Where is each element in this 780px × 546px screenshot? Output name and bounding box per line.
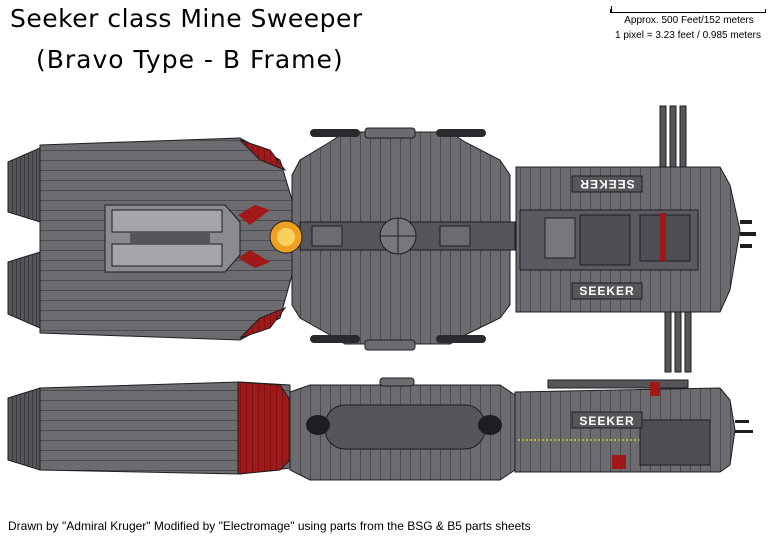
- side-engine: [7, 387, 41, 471]
- side-name-plate: [571, 411, 643, 429]
- top-red-panel-upper: [239, 139, 287, 172]
- top-hull-marking-upper: SEEKER: [579, 177, 634, 191]
- side-mid-capsule: [324, 404, 486, 450]
- top-name-plate-lower: [571, 282, 643, 300]
- page-title: Seeker class Mine Sweeper: [10, 4, 363, 33]
- top-red-panel-lower: [239, 306, 287, 339]
- side-hull-marking: SEEKER: [579, 414, 634, 428]
- page-subtitle: (Bravo Type - B Frame): [36, 45, 344, 74]
- credit-line: Drawn by "Admiral Kruger" Modified by "E…: [8, 519, 531, 533]
- scale-bar: [610, 6, 766, 13]
- top-engine-lower: [7, 251, 41, 329]
- top-hull-marking-lower: SEEKER: [579, 284, 634, 298]
- side-red-section: [237, 381, 291, 475]
- top-engine-upper: [7, 147, 41, 223]
- scale-pixel-text: 1 pixel = 3.23 feet / 0.985 meters: [615, 30, 761, 41]
- scale-length-text: Approx. 500 Feet/152 meters: [624, 15, 754, 26]
- top-name-plate-upper: [571, 175, 643, 193]
